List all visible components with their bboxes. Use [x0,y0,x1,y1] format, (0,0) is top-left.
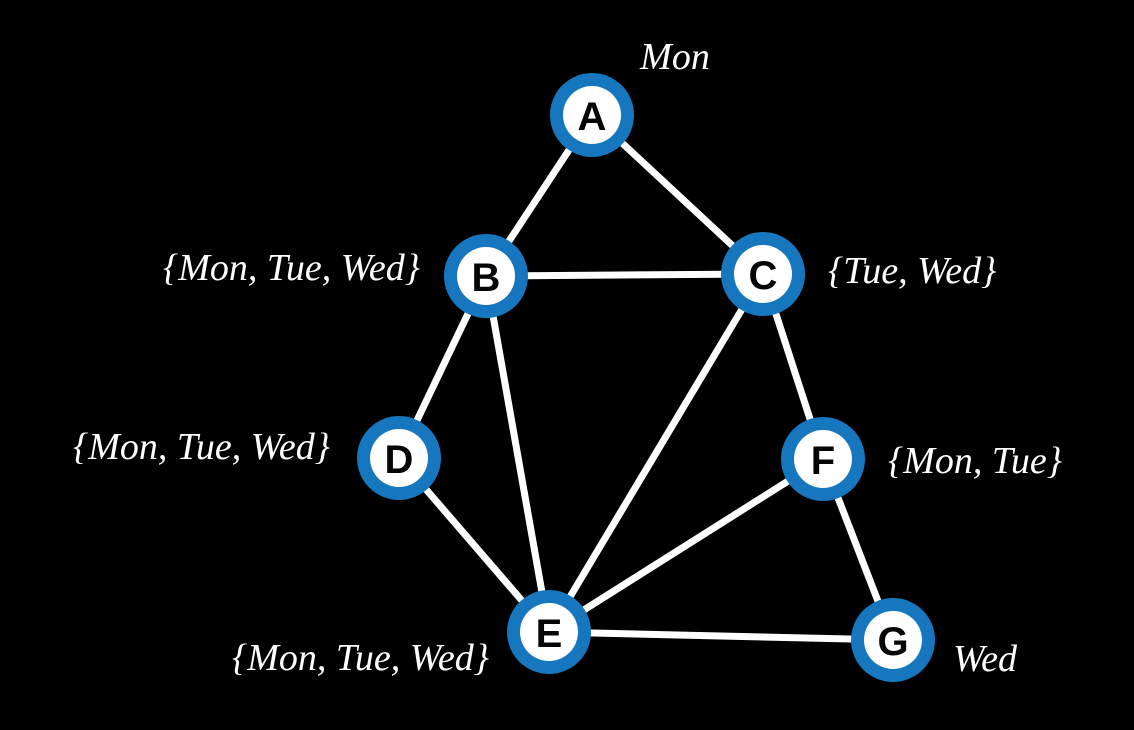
node-D: D [357,416,441,500]
node-F-body [794,430,852,488]
node-D-letter: D [385,438,414,482]
node-G-letter: G [877,620,908,664]
node-A-body [563,86,621,144]
edge-B-C [482,270,767,280]
edge-B-E [482,272,553,636]
node-G: G [851,598,935,682]
edge-E-F [545,455,827,636]
node-C-body [734,245,792,303]
node-E-body [520,603,578,661]
node-F: F [781,417,865,501]
node-G-domain-label: Wed [953,638,1018,680]
node-B-domain-label: {Mon, Tue, Wed} [163,247,420,289]
edge-C-E [545,270,767,636]
node-D-domain-label: {Mon, Tue, Wed} [73,426,330,468]
node-A-letter: A [578,95,607,139]
node-E: E [507,590,591,674]
node-E-letter: E [536,612,563,656]
node-B: B [444,234,528,318]
node-F-domain-label: {Mon, Tue} [888,440,1062,482]
node-B-letter: B [472,256,501,300]
node-F-letter: F [811,439,835,483]
node-B-body [457,247,515,305]
node-A: A [550,73,634,157]
edge-E-G [545,628,897,644]
node-G-body [864,611,922,669]
node-E-domain-label: {Mon, Tue, Wed} [232,637,489,679]
node-C: C [721,232,805,316]
node-C-domain-label: {Tue, Wed} [828,250,996,292]
node-C-letter: C [749,254,778,298]
node-A-domain-label: Mon [639,36,710,78]
node-D-body [370,429,428,487]
